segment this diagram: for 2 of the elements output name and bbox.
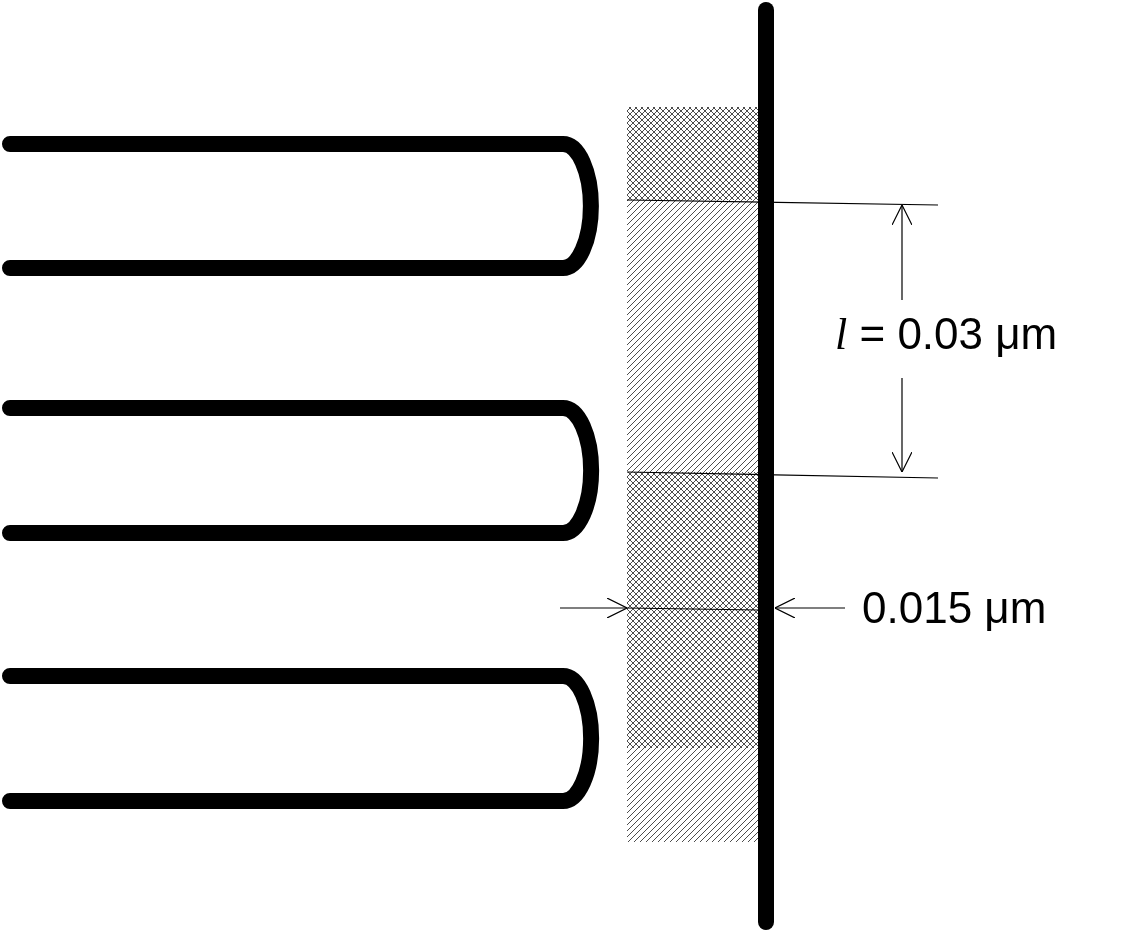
dimension-label: 0.015 μm: [862, 586, 1047, 630]
dimension-label: l = 0.03 μm: [835, 312, 1058, 357]
